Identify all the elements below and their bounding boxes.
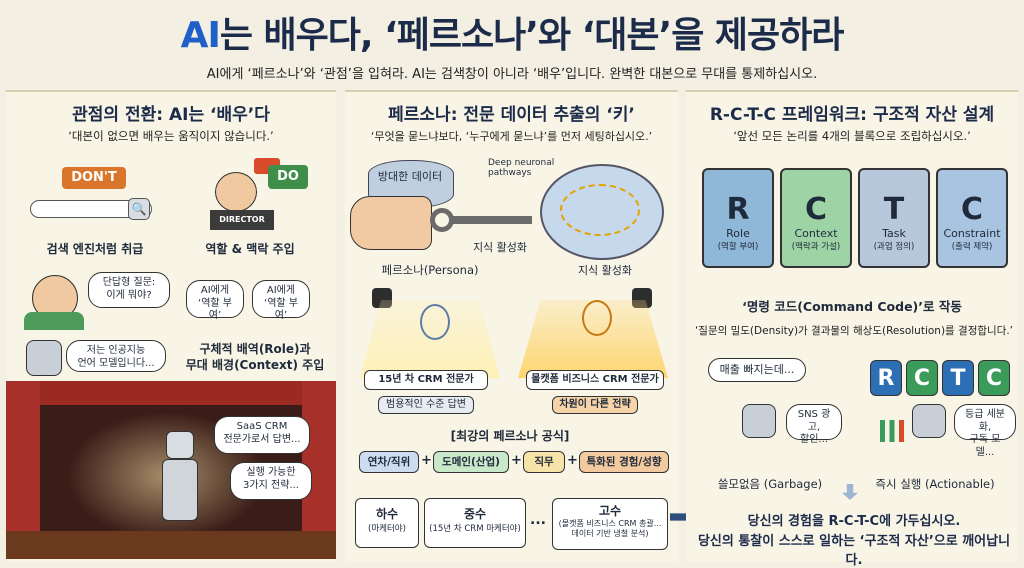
command-label: ‘명령 코드(Command Code)’로 작동 (742, 299, 962, 314)
right-caption: 역할 & 맥락 주입 (205, 242, 295, 256)
tile-r: R (870, 360, 902, 396)
do-sign: DO (268, 165, 308, 189)
bottom-line-1: 당신의 경험을 R-C-T-C에 가두십시오. (747, 514, 961, 529)
panel3-sub: ‘앞선 모든 논리를 4개의 블록으로 조립하십시오.’ (733, 129, 971, 143)
formula-item: 특화된 경험/성향 (579, 451, 669, 473)
page-title: AI는 배우다, ‘페르소나’와 ‘대본’을 제공하라 (0, 6, 1024, 58)
right-caption-2: 구체적 배역(Role)과 무대 배경(Context) 주입 (185, 342, 325, 372)
panel1-sub: ‘대본이 없으면 배우는 움직이지 않습니다.’ (68, 129, 274, 143)
block-desc: (맥락과 가설) (791, 242, 841, 252)
neural-pathways (560, 184, 640, 236)
title-ai: AI (180, 15, 221, 56)
chart-icon (880, 420, 904, 442)
robot-actor-body (162, 459, 198, 521)
formula-row: 연차/직위 + 도메인(산업) + 직무 + 특화된 경험/성향 (345, 449, 678, 475)
level-card: 고수 (몰캣폼 비즈니스 CRM 총괄... 데이터 기반 냉철 분석) (552, 498, 668, 550)
activation-label-2: 지식 활성화 (577, 264, 633, 277)
tile-c2: C (978, 360, 1010, 396)
curtain-top (6, 381, 336, 407)
activation-label-1: 지식 활성화 (472, 241, 528, 254)
deep-label: Deep neuronal pathways (488, 158, 555, 178)
hand-illustration (350, 196, 432, 250)
role-bubble-b: AI에게 ‘역할 부여’ (252, 280, 310, 321)
generic-network-icon (420, 304, 450, 340)
panel1-heading: 관점의 전환: AI는 ‘배우’다 (72, 105, 270, 125)
title-rest: 는 배우다, ‘페르소나’와 ‘대본’을 제공하라 (219, 15, 844, 56)
garbage-caption: 쓸모없음 (Garbage) (717, 477, 823, 491)
formula-item: 연차/직위 (359, 451, 419, 473)
level-title: 고수 (598, 504, 622, 518)
persona-label: 페르소나(Persona) (381, 263, 479, 277)
data-label: 방대한 데이터 (377, 170, 443, 183)
robot-actor-head (166, 431, 194, 459)
search-icon: 🔍 (128, 198, 150, 220)
key-icon (452, 216, 532, 224)
key-bow (430, 208, 454, 232)
strategy-network-icon (582, 300, 612, 336)
block-name: Constraint (943, 227, 1001, 240)
user-shirt (24, 312, 84, 330)
block-desc: (출력 제약) (951, 242, 993, 252)
right-spot-label: 몰캣폼 비즈니스 CRM 전문가 (526, 370, 664, 390)
block-desc: (역할 부여) (717, 242, 759, 252)
block-letter: C (804, 192, 828, 227)
level-card: 하수 (마케터야) (355, 498, 419, 548)
director-figure (215, 172, 257, 212)
left-result: 범용적인 수준 답변 (378, 396, 474, 414)
robot-happy-icon (912, 404, 946, 438)
block-context: C Context (맥락과 가설) (780, 168, 852, 268)
curtain-left (6, 381, 40, 559)
formula-item: 직무 (523, 451, 565, 473)
block-role: R Role (역할 부여) (702, 168, 774, 268)
plus-icon: + (511, 453, 522, 468)
level-desc: (몰캣폼 비즈니스 CRM 총괄... 데이터 기반 냉철 분석) (558, 519, 662, 538)
tile-c: C (906, 360, 938, 396)
block-name: Role (726, 227, 750, 240)
left-prompt-bubble: 매출 빠지는데... (708, 358, 806, 382)
density-label: ‘질문의 밀도(Density)가 결과물의 해상도(Resolution)를 … (694, 325, 1014, 337)
stage-bubble-1: SaaS CRM 전문가로서 답변... (214, 416, 310, 454)
formula-item: 도메인(산업) (433, 451, 509, 473)
level-desc: (마케터야) (368, 524, 406, 534)
block-name: Context (794, 227, 838, 240)
stage-floor (6, 531, 336, 559)
stage-bubble-2: 실행 가능한 3가지 전략... (230, 462, 312, 500)
dont-sign: DON'T (62, 167, 126, 189)
ellipsis: ... (530, 512, 546, 528)
user-question-bubble: 단답형 질문: 이게 뭐야? (88, 272, 170, 308)
plus-icon: + (567, 453, 578, 468)
left-spot-label: 15년 차 CRM 전문가 (364, 370, 488, 390)
level-title: 중수 (463, 507, 487, 521)
bottom-line-2: 당신의 통찰이 스스로 일하는 ‘구조적 자산’으로 깨어납니다. (697, 534, 1011, 568)
block-desc: (과업 정의) (873, 242, 915, 252)
robot-icon (26, 340, 62, 376)
robot-bubble: 저는 인공지능 언어 모델입니다... (66, 340, 166, 372)
director-chair: DIRECTOR (210, 210, 274, 230)
tile-t: T (942, 360, 974, 396)
garbage-bubble: SNS 광고, 할인... (786, 404, 842, 445)
level-card: 중수 (15년 차 CRM 마케터야) (424, 498, 526, 548)
role-bubble-a: AI에게 ‘역할 부여’ (186, 280, 244, 321)
plus-icon: + (421, 453, 432, 468)
right-result: 차원이 다른 전략 (552, 396, 638, 414)
actionable-caption: 즉시 실행 (Actionable) (875, 477, 995, 491)
level-desc: (15년 차 CRM 마케터야) (429, 524, 521, 534)
robot-confused-icon (742, 404, 776, 438)
page-subtitle: AI에게 ‘페르소나’와 ‘관점’을 입혀라. AI는 검색창이 아니라 ‘배우… (206, 67, 818, 82)
rctc-tiles: R C T C (870, 360, 1010, 398)
block-task: T Task (과업 정의) (858, 168, 930, 268)
panel2-sub: ‘무엇을 묻느냐보다, ‘누구에게 묻느냐’를 먼저 세팅하십시오.’ (370, 130, 653, 143)
panel3-heading: R-C-T-C 프레임워크: 구조적 자산 설계 (709, 105, 995, 125)
formula-title: [최강의 페르소나 공식] (450, 429, 570, 443)
search-bar-illustration (30, 200, 152, 218)
level-title: 하수 (375, 507, 399, 521)
block-letter: T (883, 192, 905, 227)
panel2-heading: 페르소나: 전문 데이터 추출의 ‘키’ (388, 105, 635, 125)
block-constraint: C Constraint (출력 제약) (936, 168, 1008, 268)
action-bubble: 등급 세분화, 구독 모델... (954, 404, 1016, 458)
block-letter: R (726, 192, 750, 227)
left-caption: 검색 엔진처럼 취급 (46, 242, 144, 256)
block-name: Task (882, 227, 906, 240)
block-letter: C (960, 192, 984, 227)
